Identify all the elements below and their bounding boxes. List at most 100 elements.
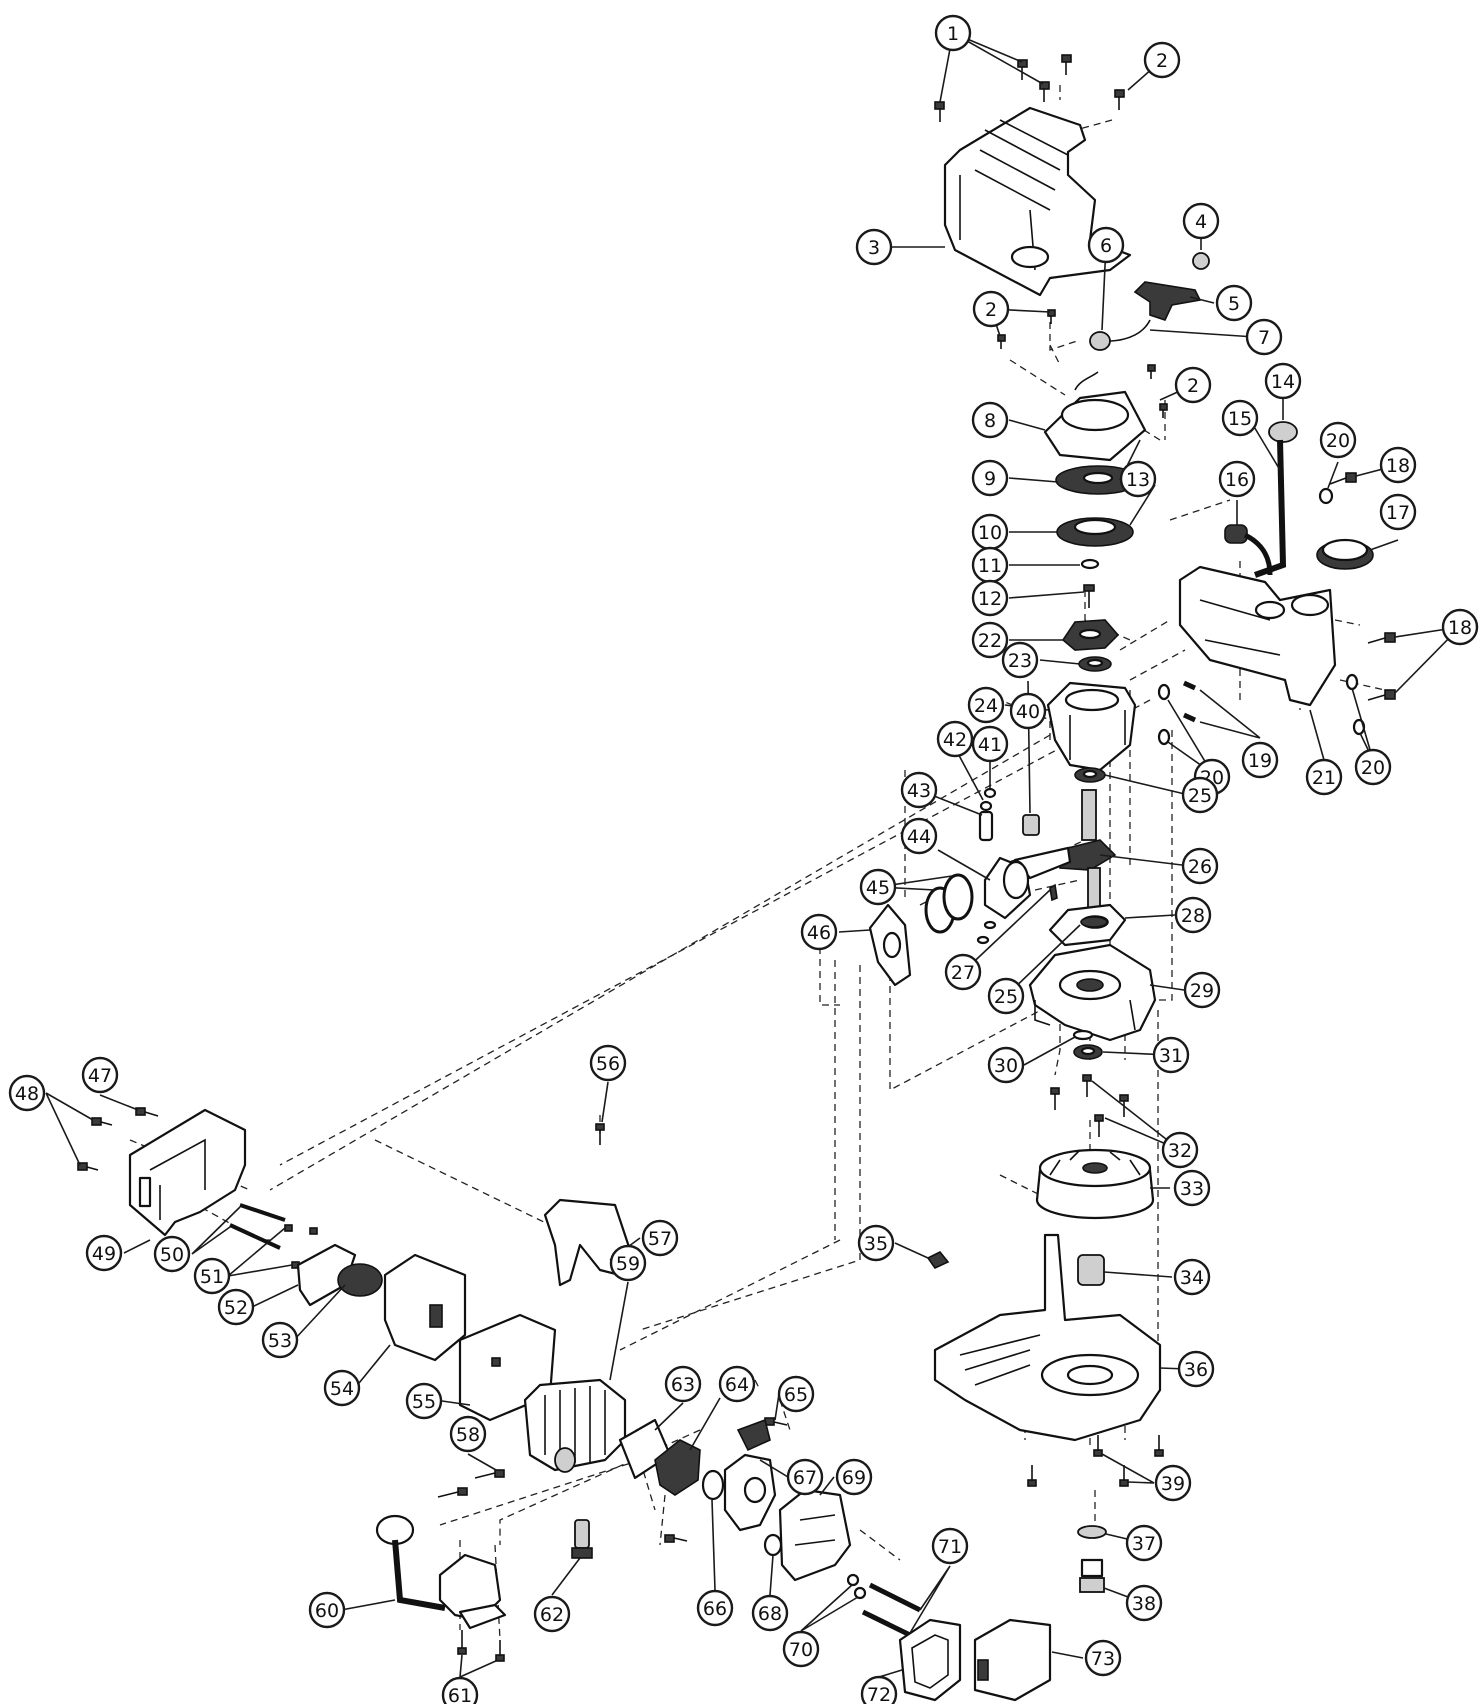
callout-number: 60 [315, 1600, 339, 1622]
callout-number: 58 [456, 1424, 480, 1446]
spark-plug-boot-60 [375, 1514, 446, 1611]
callout-number: 38 [1132, 1593, 1156, 1615]
callout-45: 45 [859, 868, 897, 906]
callout-circle [1173, 1258, 1211, 1296]
bolt-71a [868, 1582, 922, 1613]
crankcase-24 [1046, 681, 1137, 772]
callout-9: 9 [971, 459, 1009, 497]
callout-circle [1441, 608, 1479, 646]
screw-1c [1039, 81, 1050, 102]
screw-47 [135, 1107, 159, 1117]
callout-number: 62 [540, 1604, 564, 1626]
gasket-68 [763, 1533, 783, 1557]
callout-55: 55 [405, 1382, 443, 1420]
piston-44 [983, 856, 1032, 920]
callout-number: 52 [224, 1297, 248, 1319]
clip-35 [926, 1250, 950, 1270]
ratchet-22 [1061, 619, 1120, 651]
callout-circle [1218, 460, 1256, 498]
callout-number: 18 [1386, 455, 1410, 477]
leader-lines [45, 32, 1461, 1678]
callout-circle [1001, 641, 1039, 679]
needle-bearing-40 [1022, 814, 1040, 836]
callout-number: 32 [1168, 1140, 1192, 1162]
callout-circle [936, 720, 974, 758]
callout-number: 54 [330, 1378, 354, 1400]
callout-number: 31 [1159, 1045, 1183, 1067]
callout-12: 12 [971, 579, 1009, 617]
callout-31: 31 [1152, 1036, 1190, 1074]
washer-20b [1157, 683, 1171, 701]
callout-number: 69 [842, 1467, 866, 1489]
callout-number: 8 [984, 410, 996, 432]
callout-19: 19 [1241, 741, 1279, 779]
callout-circle [8, 1074, 46, 1112]
callout-6: 6 [1087, 226, 1125, 264]
callout-number: 20 [1361, 757, 1385, 779]
callout-25a: 25 [1181, 776, 1219, 814]
callout-number: 53 [268, 1330, 292, 1352]
callout-number: 30 [994, 1055, 1018, 1077]
callout-circle [1305, 758, 1343, 796]
callout-62: 62 [533, 1595, 571, 1633]
callout-48: 48 [8, 1074, 46, 1112]
starter-housing [1043, 371, 1147, 462]
callout-54: 54 [323, 1369, 361, 1407]
callout-circle [900, 817, 938, 855]
callout-59: 59 [609, 1244, 647, 1282]
callout-70: 70 [782, 1630, 820, 1668]
callout-69: 69 [835, 1458, 873, 1496]
gasket-46 [868, 903, 912, 987]
gasket-66 [701, 1469, 725, 1501]
callout-number: 28 [1181, 905, 1205, 927]
crankcase-29 [1028, 943, 1157, 1042]
callout-circle [900, 771, 938, 809]
fuel-filter-16 [1224, 524, 1273, 576]
callout-number: 12 [978, 588, 1002, 610]
callout-56: 56 [589, 1044, 627, 1082]
callout-circle [1379, 446, 1417, 484]
callout-63: 63 [664, 1365, 702, 1403]
callout-circle [934, 14, 972, 52]
callout-40: 40 [1009, 692, 1047, 730]
screw-18c [1367, 689, 1396, 701]
callout-circle [533, 1595, 571, 1633]
callout-34: 34 [1173, 1258, 1211, 1296]
callout-7: 7 [1245, 318, 1283, 356]
callout-2b: 2 [972, 290, 1010, 328]
screw-2-mid-b [997, 334, 1006, 349]
callout-21: 21 [1305, 758, 1343, 796]
callout-number: 5 [1228, 293, 1240, 315]
callout-circle [323, 1369, 361, 1407]
callout-number: 29 [1190, 980, 1214, 1002]
callout-44: 44 [900, 817, 938, 855]
screw-2-mid-d [1159, 403, 1168, 418]
spark-plug-62 [571, 1519, 593, 1559]
callout-circle [857, 1224, 895, 1262]
callout-number: 2 [985, 299, 997, 321]
callout-circle [859, 868, 897, 906]
callout-number: 41 [978, 734, 1002, 756]
screw-2-mid-c [1147, 364, 1156, 379]
callout-46: 46 [800, 913, 838, 951]
callout-circle [971, 459, 1009, 497]
callout-number: 22 [978, 630, 1002, 652]
callout-number: 25 [994, 986, 1018, 1008]
callout-60: 60 [308, 1591, 346, 1629]
callout-number: 70 [789, 1639, 813, 1661]
screw-1b [1017, 59, 1028, 80]
callout-20c: 20 [1354, 748, 1392, 786]
callout-number: 33 [1180, 1178, 1204, 1200]
screw-2-top [1114, 89, 1125, 110]
screw-65 [764, 1417, 788, 1426]
callout-circle [193, 1257, 231, 1295]
callout-number: 17 [1386, 502, 1410, 524]
callout-number: 45 [866, 877, 890, 899]
callout-circle [971, 401, 1009, 439]
callout-circle [987, 1046, 1025, 1084]
callout-2a: 2 [1143, 41, 1181, 79]
callout-circle [609, 1244, 647, 1282]
washer-30 [1072, 1029, 1094, 1041]
callout-number: 50 [160, 1244, 184, 1266]
callout-circle [1087, 226, 1125, 264]
